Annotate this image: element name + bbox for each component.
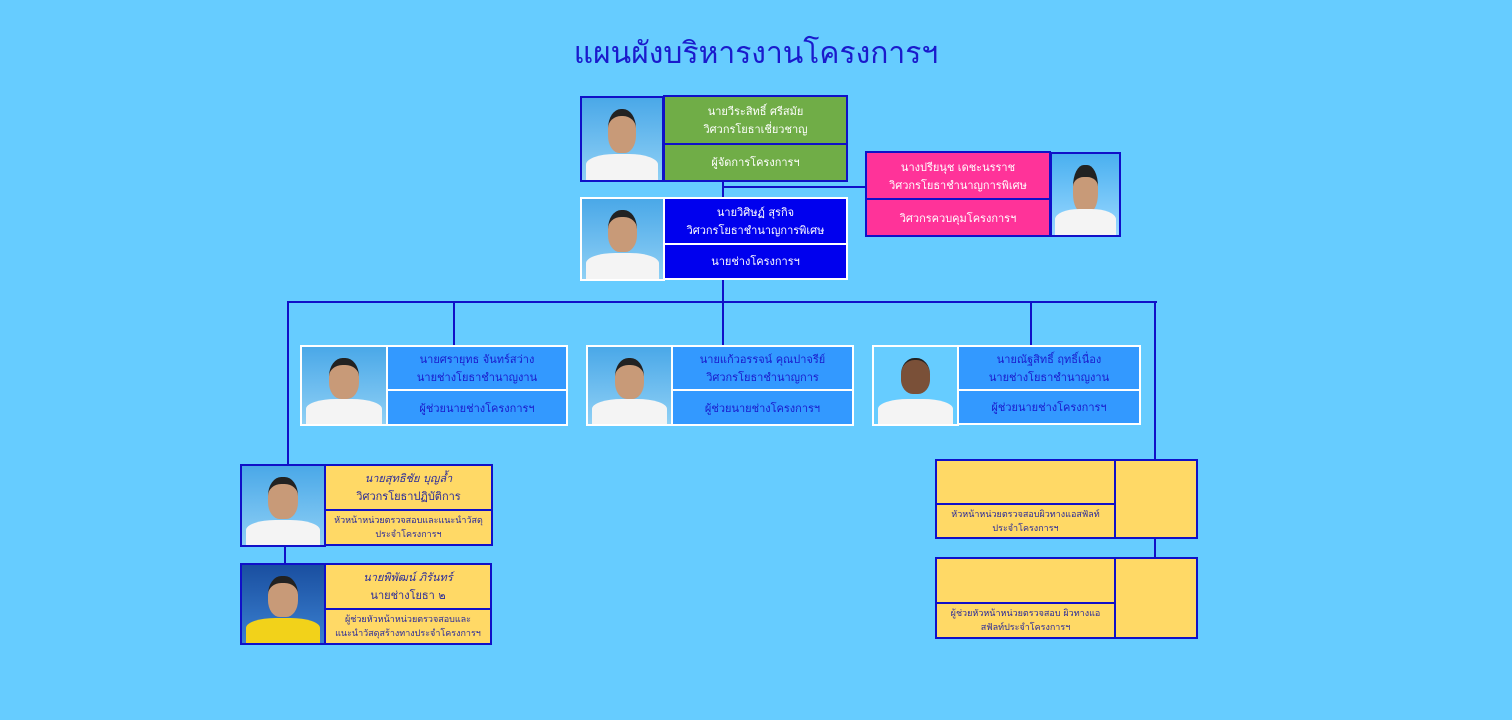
photo-project-engineer (580, 197, 665, 281)
photo-material-head (240, 464, 326, 547)
person-position: นายช่างโยธาชำนาญงาน (416, 371, 538, 385)
photo-assistant-2 (586, 345, 673, 426)
person-position: วิศวกรโยธาเชี่ยวชาญ (703, 122, 808, 136)
person-name: นายพิพัฒน์ ภิรันทร์ (363, 571, 453, 585)
card-material-assistant: นายพิพัฒน์ ภิรันทร์นายช่างโยธา ๒ ผู้ช่วย… (324, 563, 492, 645)
person-position: วิศวกรโยธาชำนาญการ (706, 371, 819, 385)
connector-line (284, 545, 286, 565)
person-position: นายช่างโยธา ๒ (370, 589, 446, 603)
connector-line (1154, 537, 1156, 559)
card-asphalt-head: หัวหน้าหน่วยตรวจสอบผิวทางแอสฟัลท์ ประจำโ… (935, 459, 1116, 539)
person-role: ผู้ช่วยนายช่างโครงการฯ (991, 400, 1107, 414)
person-role: ผู้ช่วยหัวหน้าหน่วยตรวจสอบ ผิวทางแอสฟัลท… (950, 609, 1101, 634)
person-position: วิศวกรโยธาชำนาญการพิเศษ (889, 178, 1027, 192)
person-role: หัวหน้าหน่วยตรวจสอบและแนะนำวัสดุ ประจำโค… (334, 516, 483, 541)
photo-control-engineer (1050, 152, 1121, 237)
card-project-manager: นายวีระสิทธิ์ ศรีสมัยวิศวกรโยธาเชี่ยวชาญ… (663, 95, 848, 182)
photo-material-assistant (240, 563, 326, 645)
connector-line (1154, 301, 1156, 461)
connector-line (1030, 301, 1032, 346)
person-role: ผู้ช่วยนายช่างโครงการฯ (419, 401, 535, 415)
person-name: นายณัฐสิทธิ์ ฤทธิ์เนื่อง (996, 352, 1102, 366)
person-role: วิศวกรควบคุมโครงการฯ (899, 211, 1017, 225)
person-name: นายสุทธิชัย บุญล้ำ (364, 472, 453, 486)
connector-line (287, 301, 289, 466)
card-project-engineer: นายวิศิษฏ์ สุรกิจวิศวกรโยธาชำนาญการพิเศษ… (663, 197, 848, 280)
person-role: นายช่างโครงการฯ (711, 255, 800, 269)
card-control-engineer: นางปรียนุช เดชะนรราชวิศวกรโยธาชำนาญการพิ… (865, 151, 1051, 237)
person-name: นายวิศิษฏ์ สุรกิจ (716, 205, 795, 219)
card-assistant-1: นายศรายุทธ จันทร์สว่างนายช่างโยธาชำนาญงา… (386, 345, 568, 426)
photo-placeholder-asphalt-assistant (1114, 557, 1198, 639)
page-title: แผนผังบริหารงานโครงการฯ (573, 36, 939, 71)
photo-assistant-1 (300, 345, 388, 426)
connector-line (453, 301, 455, 346)
connector-line (722, 301, 724, 346)
person-role: ผู้ช่วยหัวหน้าหน่วยตรวจสอบและ แนะนำวัสดุ… (335, 615, 481, 640)
person-position: วิศวกรโยธาชำนาญการพิเศษ (686, 223, 825, 237)
person-role: หัวหน้าหน่วยตรวจสอบผิวทางแอสฟัลท์ ประจำโ… (951, 509, 1100, 534)
person-role: ผู้จัดการโครงการฯ (711, 156, 800, 170)
person-position: นายช่างโยธาชำนาญงาน (988, 370, 1110, 384)
card-assistant-3: นายณัฐสิทธิ์ ฤทธิ์เนื่องนายช่างโยธาชำนาญ… (957, 345, 1141, 425)
photo-assistant-3 (872, 345, 959, 426)
person-name: นายวีระสิทธิ์ ศรีสมัย (707, 104, 804, 118)
person-position: วิศวกรโยธาปฏิบัติการ (356, 490, 461, 504)
connector-line (722, 186, 867, 188)
person-name: นางปรียนุช เดชะนรราช (900, 160, 1016, 174)
card-assistant-2: นายแก้วอรรจน์ คุณปาจรีย์วิศวกรโยธาชำนาญก… (671, 345, 854, 426)
person-role: ผู้ช่วยนายช่างโครงการฯ (704, 401, 821, 415)
card-asphalt-assistant: ผู้ช่วยหัวหน้าหน่วยตรวจสอบ ผิวทางแอสฟัลท… (935, 557, 1116, 639)
card-material-head: นายสุทธิชัย บุญล้ำวิศวกรโยธาปฏิบัติการ ห… (324, 464, 493, 546)
person-name: นายศรายุทธ จันทร์สว่าง (419, 353, 535, 367)
photo-project-manager (580, 96, 664, 182)
person-name: นายแก้วอรรจน์ คุณปาจรีย์ (699, 353, 826, 367)
photo-placeholder-asphalt-head (1114, 459, 1198, 539)
